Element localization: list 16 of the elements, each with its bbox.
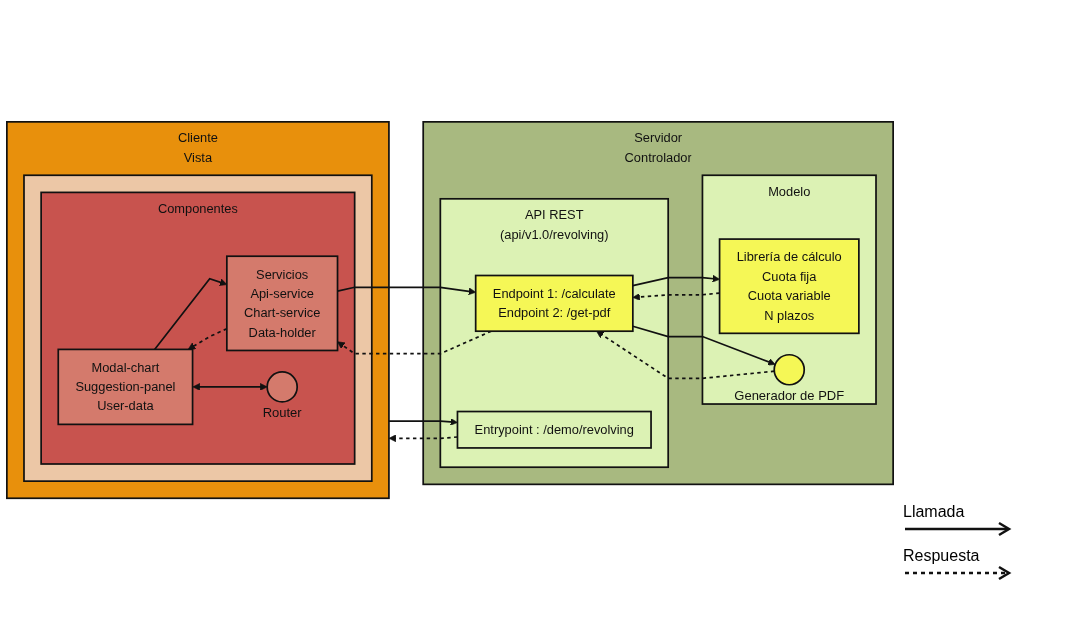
node-box: Servicios Api-service Chart-service Data-holder [226,255,339,352]
node-box: Modal-chart Suggestion-panel User-data [57,349,194,426]
arrow [192,383,268,392]
node-box: Entrypoint : /demo/revolving [456,411,652,450]
node-circle [266,371,299,404]
node-box: Endpoint 1: /calculate Endpoint 2: /get-pdf [474,275,634,333]
arrow [632,325,776,366]
node-box: Librería de cálculo Cuota fija Cuota variable N plazos [718,238,860,335]
cluster [23,174,373,483]
node-circle [773,354,806,387]
node-caption: Generador de PDF [734,388,845,404]
legend-label: Llamada [903,503,966,521]
node-caption: Router [262,405,302,421]
arrow [388,418,458,427]
arrow [632,275,720,287]
legend-label: Respuesta [903,547,981,565]
